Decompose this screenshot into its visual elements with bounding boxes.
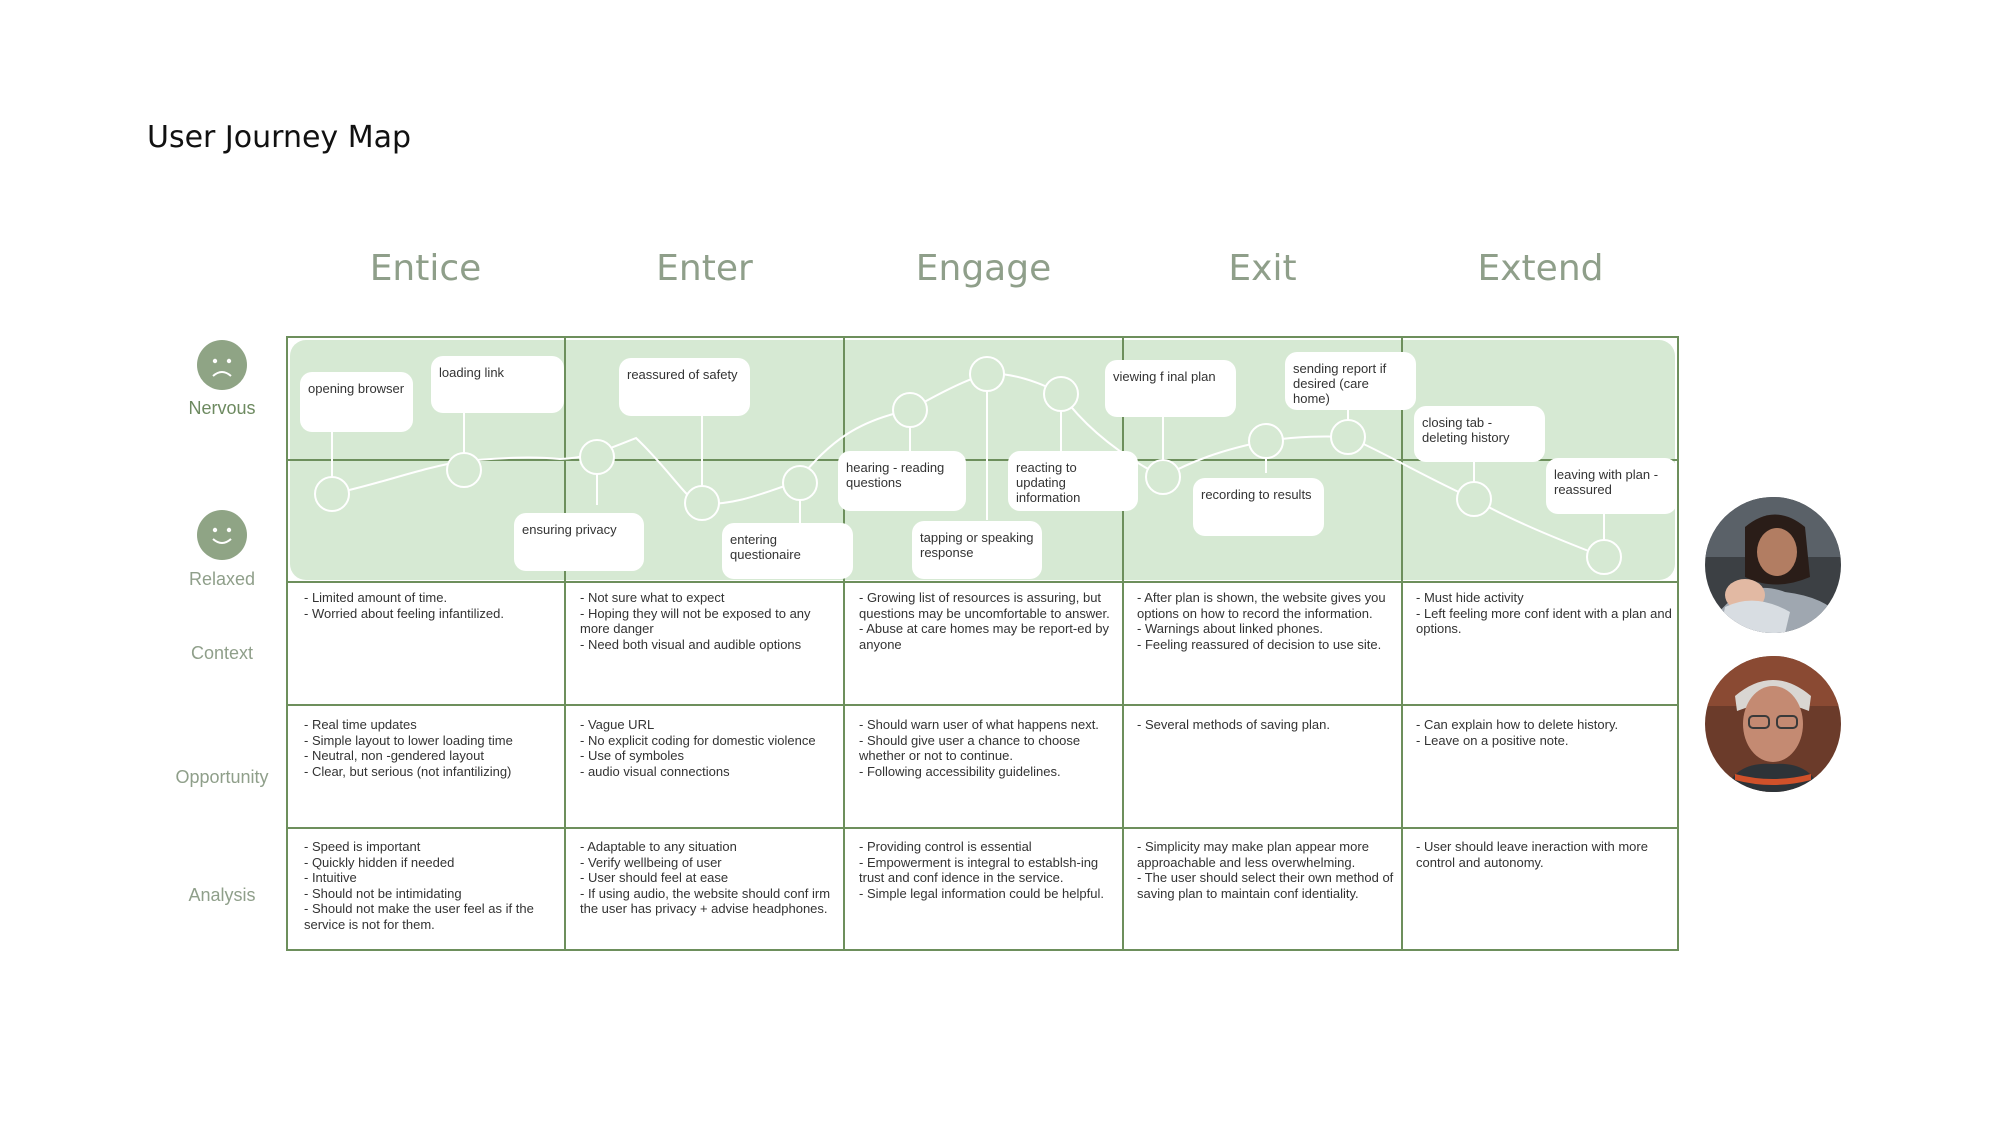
stage-exit: Exit <box>1228 248 1297 289</box>
analysis-cell-engage: - Providing control is essential - Empow… <box>859 839 1104 901</box>
row-label-opportunity: Opportunity <box>175 767 269 787</box>
row-label-nervous: Nervous <box>188 398 256 418</box>
touchpoint-hearing-reading-questions: hearing - reading questions <box>838 451 966 511</box>
mother-and-baby-photo <box>1705 497 1841 633</box>
context-cell-engage: - Growing list of resources is assuring,… <box>859 590 1110 652</box>
column-divider <box>843 336 845 951</box>
analysis-cell-extend: - User should leave ineraction with more… <box>1416 839 1648 870</box>
stage-engage: Engage <box>915 248 1052 289</box>
opportunity-cell-entice: - Real time updates - Simple layout to l… <box>304 717 513 779</box>
touchpoint-entering-questionaire: entering questionaire <box>722 523 853 579</box>
column-divider <box>1122 336 1124 951</box>
touchpoint-ensuring-privacy: ensuring privacy <box>514 513 644 571</box>
opportunity-cell-extend: - Can explain how to delete history. - L… <box>1416 717 1619 748</box>
column-divider <box>1401 336 1403 951</box>
touchpoint-loading-link: loading link <box>431 356 564 413</box>
touchpoint-reacting-updating-info: reacting to updating information <box>1008 451 1138 511</box>
row-divider <box>286 704 1679 706</box>
row-label-context: Context <box>190 643 254 663</box>
context-cell-exit: - After plan is shown, the website gives… <box>1137 590 1386 652</box>
context-cell-entice: - Limited amount of time. - Worried abou… <box>304 590 504 621</box>
touchpoint-sending-report: sending report if desired (care home) <box>1285 352 1416 410</box>
touchpoint-leaving-with-plan: leaving with plan - reassured <box>1546 458 1677 514</box>
touchpoint-closing-tab: closing tab - deleting history <box>1414 406 1545 462</box>
opportunity-cell-engage: - Should warn user of what happens next.… <box>859 717 1099 779</box>
journey-grid <box>286 336 1679 951</box>
row-label-relaxed: Relaxed <box>188 569 256 589</box>
stage-enter: Enter <box>656 248 753 289</box>
stage-extend: Extend <box>1477 248 1604 289</box>
elderly-man-photo <box>1705 656 1841 792</box>
column-divider <box>564 336 566 951</box>
analysis-cell-exit: - Simplicity may make plan appear more a… <box>1137 839 1394 901</box>
row-divider <box>286 827 1679 829</box>
stage-entice: Entice <box>369 248 482 289</box>
row-divider <box>286 581 1679 583</box>
opportunity-cell-exit: - Several methods of saving plan. <box>1137 717 1330 732</box>
smiley-face-icon <box>197 510 247 560</box>
opportunity-cell-enter: - Vague URL - No explicit coding for dom… <box>580 717 816 779</box>
touchpoint-viewing-final-plan: viewing f inal plan <box>1105 360 1236 417</box>
sad-face-icon <box>197 340 247 390</box>
context-cell-extend: - Must hide activity - Left feeling more… <box>1416 590 1672 636</box>
context-cell-enter: - Not sure what to expect - Hoping they … <box>580 590 811 652</box>
analysis-cell-enter: - Adaptable to any situation - Verify we… <box>580 839 831 916</box>
touchpoint-tapping-speaking-response: tapping or speaking response <box>912 521 1042 579</box>
touchpoint-opening-browser: opening browser <box>300 372 413 432</box>
row-label-analysis: Analysis <box>188 885 256 905</box>
touchpoint-reassured-of-safety: reassured of safety <box>619 358 750 416</box>
analysis-cell-entice: - Speed is important - Quickly hidden if… <box>304 839 534 932</box>
touchpoint-recording-to-results: recording to results <box>1193 478 1324 536</box>
page-title: User Journey Map <box>147 120 412 155</box>
